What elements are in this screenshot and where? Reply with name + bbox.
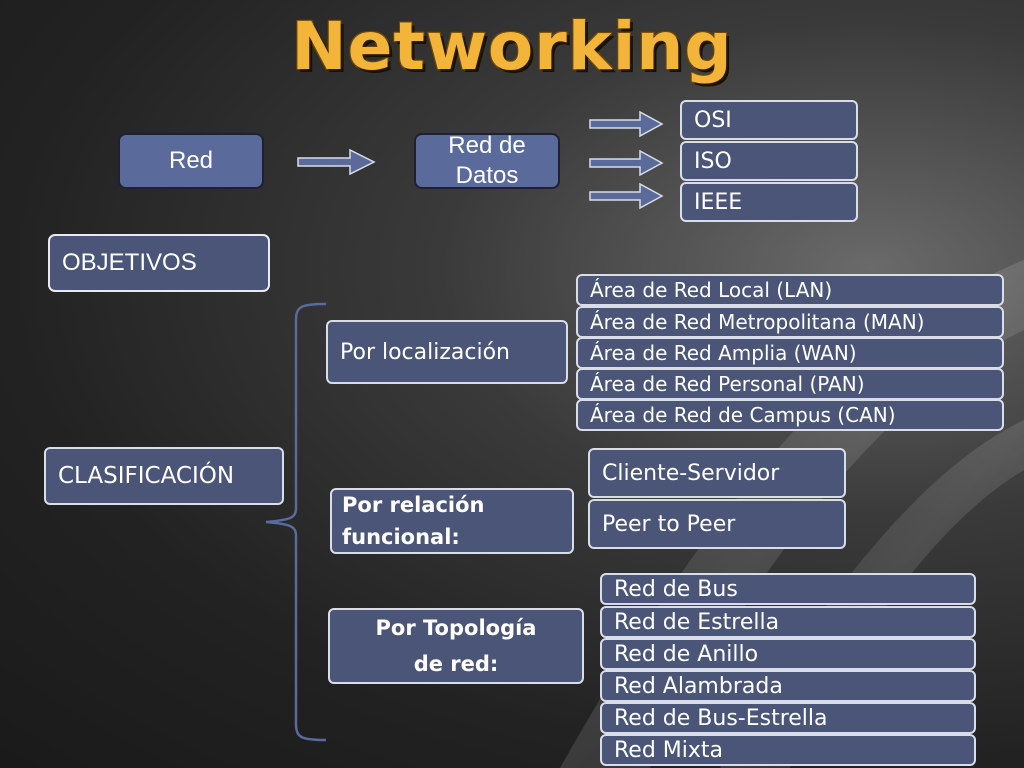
arrow-icon: [589, 182, 664, 210]
red-de-datos-box: Red de Datos: [414, 132, 560, 189]
red-box: Red: [118, 133, 264, 189]
loc-item-pan: Área de Red Personal (PAN): [576, 368, 1004, 400]
topo-item-bus: Red de Bus: [600, 573, 976, 605]
clasificacion-box: CLASIFICACIÓN: [44, 447, 284, 505]
standard-iso: ISO: [680, 141, 858, 181]
topo-item-alambrada: Red Alambrada: [600, 670, 976, 702]
arrow-icon: [589, 149, 664, 177]
standard-osi: OSI: [680, 100, 858, 140]
loc-item-wan: Área de Red Amplia (WAN): [576, 337, 1004, 369]
bracket: [265, 302, 327, 742]
relacion-item-cliente-servidor: Cliente-Servidor: [588, 448, 846, 498]
topo-item-estrella: Red de Estrella: [600, 606, 976, 638]
loc-item-can: Área de Red de Campus (CAN): [576, 399, 1004, 431]
topo-item-anillo: Red de Anillo: [600, 638, 976, 670]
por-topologia-box: Por Topología de red:: [328, 608, 584, 684]
relacion-item-peer-to-peer: Peer to Peer: [588, 499, 846, 549]
arrow-icon: [589, 110, 664, 138]
topo-item-mixta: Red Mixta: [600, 734, 976, 766]
red-de-datos-label: Red de Datos: [448, 132, 526, 189]
topo-item-bus-estrella: Red de Bus-Estrella: [600, 702, 976, 734]
page-title: Networking: [291, 8, 733, 85]
loc-item-lan: Área de Red Local (LAN): [576, 274, 1004, 306]
loc-item-man: Área de Red Metropolitana (MAN): [576, 306, 1004, 338]
objetivos-box: OBJETIVOS: [48, 234, 270, 292]
red-label: Red: [168, 147, 214, 174]
arrow-icon: [297, 148, 376, 176]
por-localizacion-box: Por localización: [326, 320, 568, 384]
standard-ieee: IEEE: [680, 182, 858, 222]
por-relacion-box: Por relación funcional:: [330, 488, 574, 554]
